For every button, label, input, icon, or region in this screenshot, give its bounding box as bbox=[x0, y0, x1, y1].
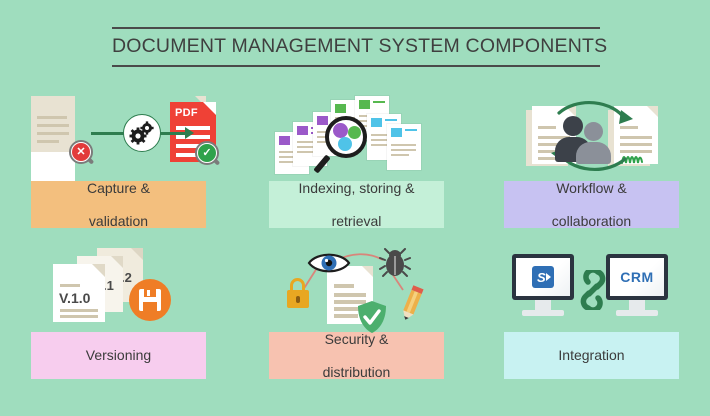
document-fold bbox=[647, 106, 658, 117]
label-line-1: Security & bbox=[324, 330, 389, 347]
label-integration[interactable]: Integration bbox=[504, 332, 679, 379]
crm-label: CRM bbox=[620, 269, 654, 285]
label-line-2: validation bbox=[88, 212, 149, 229]
save-button-icon[interactable] bbox=[129, 279, 171, 321]
red-x-magnifier-icon: ✕ bbox=[69, 140, 93, 164]
document-fold bbox=[565, 106, 576, 117]
label-line-1: Integration bbox=[558, 347, 625, 364]
bug-icon bbox=[379, 248, 411, 277]
indexing-storing-retrieval-icon bbox=[269, 96, 444, 176]
label-security-distribution[interactable]: Security & distribution bbox=[269, 330, 444, 380]
document-thumb bbox=[387, 124, 421, 170]
security-distribution-icon bbox=[269, 246, 444, 333]
capture-validation-icon: ✕ bbox=[31, 96, 220, 210]
search-magnifier-icon bbox=[325, 116, 367, 158]
process-arrow-head bbox=[185, 127, 194, 139]
label-line-2: distribution bbox=[322, 363, 391, 380]
shield-check-icon bbox=[358, 301, 386, 333]
document-fold bbox=[195, 96, 206, 107]
pencil-icon bbox=[403, 285, 424, 320]
label-indexing-storing-retrieval[interactable]: Indexing, storing & retrieval bbox=[269, 179, 444, 229]
gears-icon bbox=[123, 114, 161, 152]
label-line-1: Workflow & bbox=[556, 179, 627, 196]
signature-icon bbox=[621, 156, 643, 164]
label-versioning[interactable]: Versioning bbox=[31, 332, 206, 379]
protected-document-icon bbox=[327, 266, 373, 324]
label-workflow-collaboration[interactable]: Workflow & collaboration bbox=[504, 179, 679, 229]
success-badge: ✓ bbox=[198, 144, 216, 162]
pdf-label: PDF bbox=[175, 107, 198, 119]
document-fold bbox=[92, 264, 105, 277]
result-dot bbox=[348, 126, 361, 139]
chain-link-icon bbox=[580, 270, 606, 310]
pdf-document-fold bbox=[203, 102, 216, 115]
page-title: DOCUMENT MANAGEMENT SYSTEM COMPONENTS bbox=[112, 27, 608, 67]
label-capture-validation[interactable]: Capture & validation bbox=[31, 179, 206, 229]
integration-icon: S CRM bbox=[504, 246, 679, 326]
version-doc-1: V.1.0 bbox=[53, 264, 105, 322]
version-number-3: .2 bbox=[121, 270, 132, 285]
label-line-2: retrieval bbox=[331, 212, 382, 229]
page-title-text: DOCUMENT MANAGEMENT SYSTEM COMPONENTS bbox=[112, 35, 608, 57]
document-fold bbox=[111, 256, 123, 268]
right-document-icon bbox=[614, 106, 658, 164]
document-fold bbox=[131, 248, 143, 260]
green-check-magnifier-icon: ✓ bbox=[195, 141, 219, 165]
label-line-1: Capture & bbox=[86, 179, 151, 196]
floppy-disk-icon bbox=[139, 289, 161, 311]
version-number-2: .1 bbox=[103, 278, 114, 293]
label-line-1: Versioning bbox=[85, 347, 152, 364]
document-fold bbox=[362, 266, 373, 277]
eye-icon bbox=[307, 253, 351, 273]
workflow-collaboration-icon bbox=[504, 96, 679, 176]
version-number-1: V.1.0 bbox=[59, 290, 91, 306]
result-dot bbox=[338, 137, 352, 151]
label-line-2: collaboration bbox=[551, 212, 632, 229]
result-dot bbox=[333, 123, 348, 138]
error-badge: ✕ bbox=[72, 143, 90, 161]
versioning-icon: .2 .1 V.1.0 bbox=[31, 246, 206, 326]
svg-text:S: S bbox=[537, 270, 546, 285]
label-line-1: Indexing, storing & bbox=[298, 179, 415, 196]
sharepoint-logo: S bbox=[532, 266, 554, 288]
